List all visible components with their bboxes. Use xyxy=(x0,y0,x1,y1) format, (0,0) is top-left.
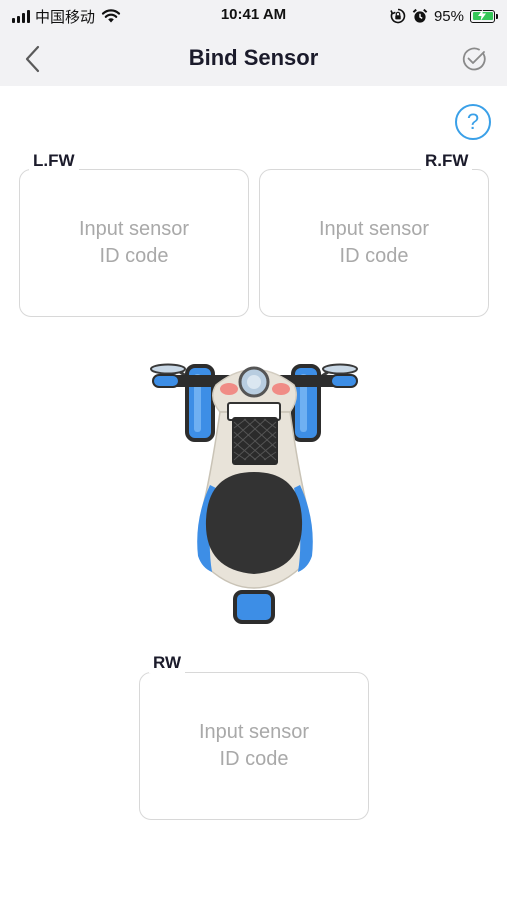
check-circle-icon xyxy=(462,47,486,71)
sensor-placeholder-lfw: Input sensor ID code xyxy=(78,218,190,267)
status-right: 95% xyxy=(390,6,498,26)
motorcycle-illustration xyxy=(150,363,358,624)
status-time: 10:41 AM xyxy=(220,6,287,23)
confirm-button[interactable] xyxy=(459,44,489,74)
lock-rotation-icon xyxy=(390,8,406,24)
navigation-bar: Bind Sensor xyxy=(0,32,507,86)
sensor-placeholder-rfw: Input sensor ID code xyxy=(318,218,430,267)
sensor-label-rfw: R.FW xyxy=(421,151,473,171)
status-left: 中国移动 xyxy=(12,7,121,26)
sensor-label-rw: RW xyxy=(149,653,186,673)
sensor-label-lfw: L.FW xyxy=(29,151,79,171)
back-button[interactable] xyxy=(16,42,50,76)
alarm-icon xyxy=(412,8,428,23)
carrier-name: 中国移动 xyxy=(35,8,96,26)
sensor-input-lfw[interactable]: Input sensor ID code xyxy=(19,169,249,317)
sensor-input-rw[interactable]: Input sensor ID code xyxy=(139,672,369,820)
page-title: Bind Sensor xyxy=(188,45,319,70)
help-button[interactable]: ? xyxy=(455,104,491,140)
sensor-placeholder-rw: Input sensor ID code xyxy=(198,721,310,770)
status-bar: 中国移动 10:41 AM 95% xyxy=(0,0,507,32)
sensor-input-rfw[interactable]: Input sensor ID code xyxy=(259,169,489,317)
chevron-left-icon xyxy=(25,45,40,73)
wifi-icon xyxy=(101,9,121,23)
signal-icon xyxy=(12,9,30,23)
battery-charging-icon xyxy=(470,8,498,23)
battery-percent: 95% xyxy=(433,7,464,25)
help-question-icon: ? xyxy=(466,109,480,134)
